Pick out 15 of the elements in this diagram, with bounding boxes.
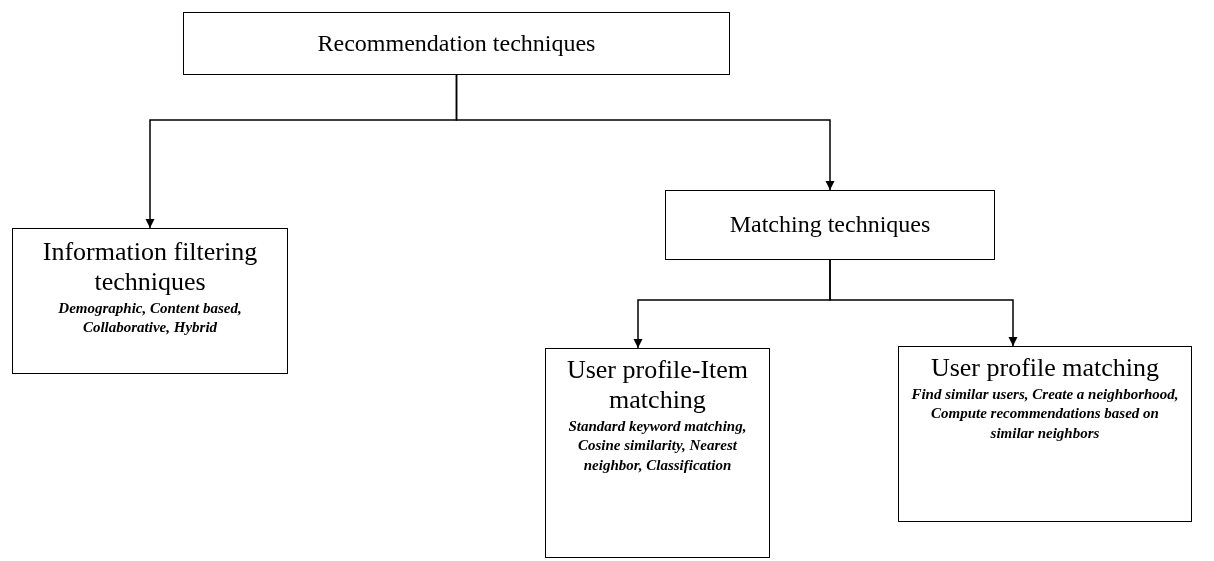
box-title: User profile-Item matching [565,355,750,415]
box-description: Standard keyword matching, Cosine similarity, Nearest neighbor, Classification [567,416,748,475]
box-title: Recommendation techniques [317,29,596,58]
technique-box [12,228,288,374]
box-description: Demographic, Content based, Collaborative, Hybrid [57,298,243,338]
technique-box [183,12,730,75]
technique-box [665,190,995,260]
box-title: Information filtering techniques [41,237,259,297]
box-description: Find similar users, Create a neighborhood, Compute recommendations based on similar neighbors [910,384,1180,443]
box-title: User profile matching [930,353,1160,383]
arrow [455,74,835,191]
box-title: Matching techniques [729,211,931,239]
technique-box [545,348,770,558]
technique-box [898,346,1192,522]
arrow [829,259,1018,347]
